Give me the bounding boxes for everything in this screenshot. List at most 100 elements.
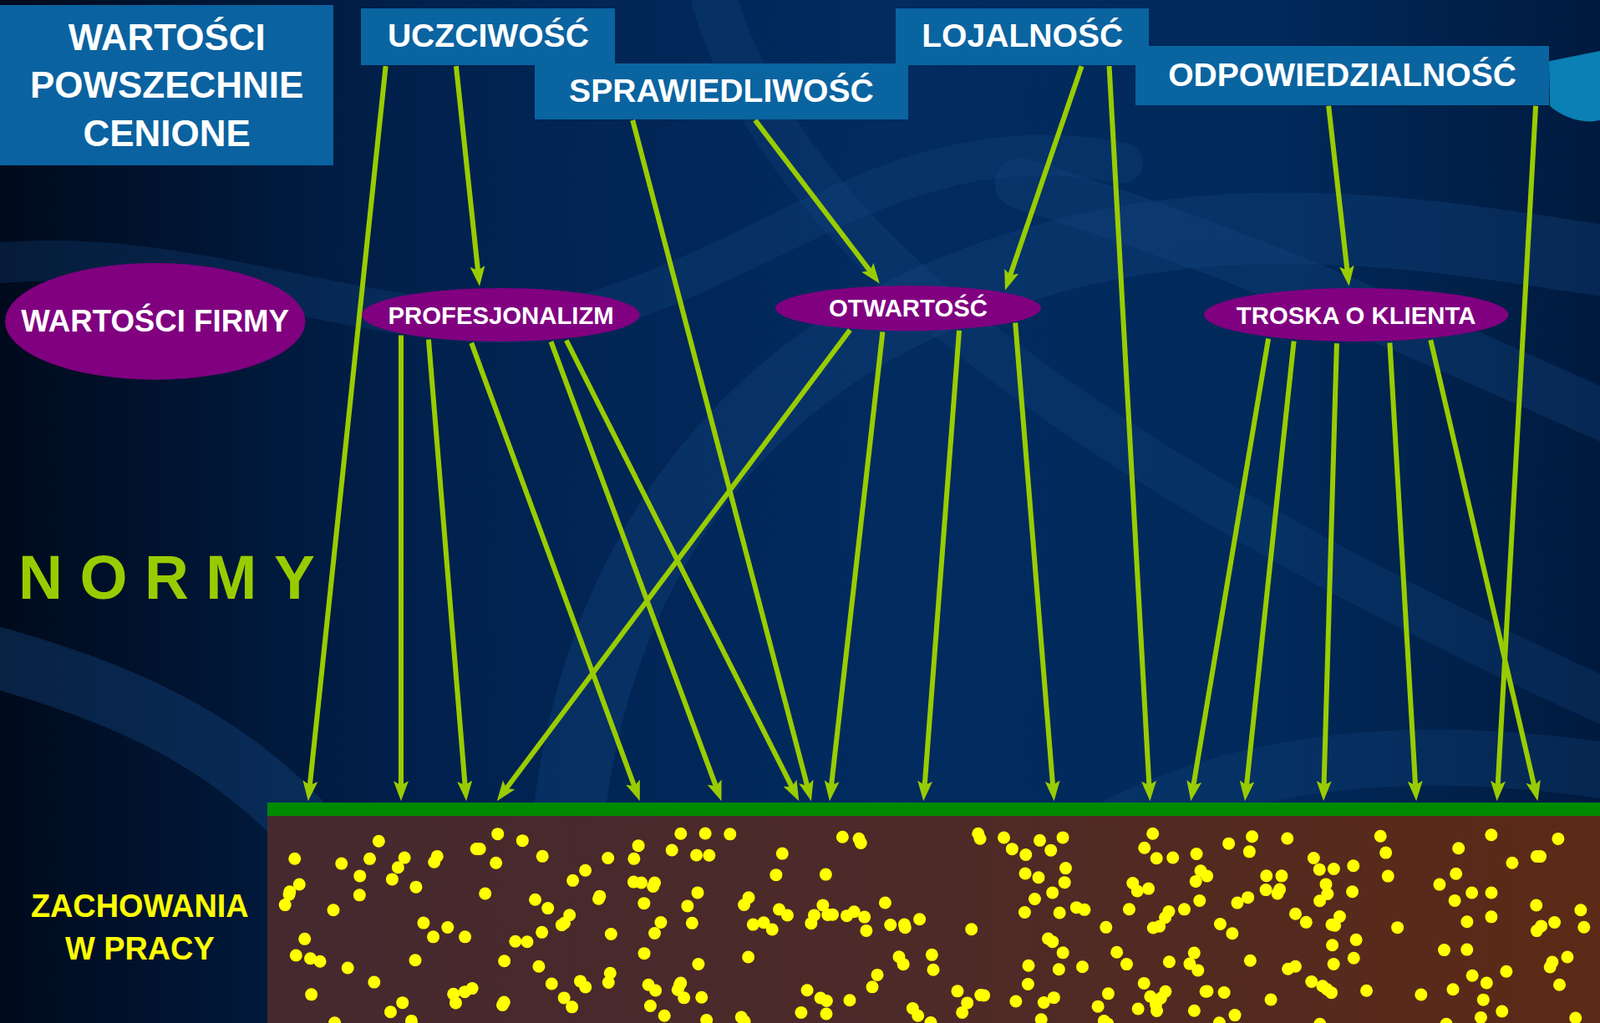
dot (1346, 859, 1360, 873)
value-box: SPRAWIEDLIWOŚĆ (534, 63, 909, 120)
connector-arrow (398, 335, 404, 792)
dot (1350, 934, 1363, 947)
dot (541, 902, 554, 915)
dot (1360, 985, 1373, 998)
dot (1146, 827, 1159, 841)
dot (1137, 842, 1151, 855)
connector-arrow (456, 66, 479, 277)
dot (1162, 905, 1175, 919)
value-box: LOJALNOŚĆ (895, 8, 1149, 66)
dot (632, 839, 646, 853)
dot (386, 873, 399, 887)
dot (926, 964, 940, 977)
dot (1059, 862, 1072, 875)
dot (1374, 830, 1387, 844)
dot (1560, 951, 1574, 965)
node-label: OTWARTOŚĆ (828, 294, 988, 323)
dot (508, 935, 522, 949)
dot (977, 990, 991, 1003)
dot (1241, 891, 1255, 905)
dot (804, 917, 818, 930)
connector-arrow (428, 340, 466, 793)
dot (1132, 1003, 1145, 1016)
dot (496, 999, 509, 1012)
dot (497, 954, 511, 968)
dot (1222, 838, 1235, 851)
connector-arrow (1497, 106, 1536, 792)
dot (1230, 897, 1244, 910)
dot (1440, 1018, 1453, 1023)
connector-group (309, 66, 1536, 793)
dot (826, 909, 839, 922)
wave (1020, 183, 1600, 429)
connector-arrow (632, 120, 809, 793)
dot (1495, 1005, 1509, 1019)
dot (649, 985, 662, 998)
dot (1056, 947, 1070, 960)
dot (1076, 960, 1089, 974)
dot (735, 1011, 748, 1023)
dot (1018, 906, 1032, 920)
dot (1474, 1011, 1488, 1023)
dot (1200, 985, 1214, 999)
dot (536, 850, 549, 864)
dot (558, 992, 571, 1006)
dot (1058, 876, 1072, 889)
dot (1499, 965, 1513, 979)
dot (741, 951, 755, 965)
dot (843, 994, 856, 1007)
dot (871, 969, 884, 982)
ribbon-curl (1549, 50, 1600, 122)
dot (1530, 924, 1544, 938)
value-panel: WARTOŚCI POWSZECHNIE CENIONE (0, 5, 334, 166)
dot (801, 984, 814, 997)
dot (1577, 921, 1590, 935)
dot (283, 885, 296, 899)
dot (1530, 850, 1544, 864)
dot (1191, 965, 1204, 978)
dot (532, 960, 545, 974)
dot (1460, 915, 1474, 929)
dot (1280, 833, 1294, 846)
connector-arrow (924, 330, 960, 792)
dot (1545, 956, 1559, 970)
dot (1460, 944, 1474, 957)
dot (1484, 911, 1498, 925)
dot (489, 857, 503, 870)
dot (1228, 1009, 1241, 1022)
dot (1213, 1016, 1226, 1023)
dot (1188, 947, 1201, 960)
dot (702, 849, 716, 863)
connector-arrow (1192, 338, 1269, 792)
dot (1449, 868, 1463, 881)
dot (1019, 848, 1032, 862)
dot (1158, 985, 1172, 999)
dot (1548, 916, 1561, 930)
dot (955, 1006, 969, 1020)
dot (1102, 988, 1115, 1001)
dot (1150, 852, 1164, 865)
dot (1028, 893, 1042, 906)
dot (1391, 921, 1404, 935)
dot (654, 916, 667, 930)
dot (742, 891, 756, 905)
ellipse-shape (775, 285, 1042, 331)
dot (853, 833, 866, 846)
dot (1243, 845, 1256, 859)
dot (695, 991, 708, 1005)
dot (848, 905, 861, 919)
dot (1466, 970, 1479, 983)
dot (865, 981, 879, 995)
dot (535, 926, 549, 940)
dot (1328, 919, 1341, 933)
dot (516, 834, 529, 848)
dot (819, 1008, 833, 1021)
dot (665, 844, 679, 858)
dot (1346, 885, 1359, 899)
dot (372, 835, 386, 849)
dot (757, 916, 771, 930)
connector-arrow (566, 340, 795, 793)
dot (1244, 954, 1257, 968)
dot (446, 988, 460, 1001)
